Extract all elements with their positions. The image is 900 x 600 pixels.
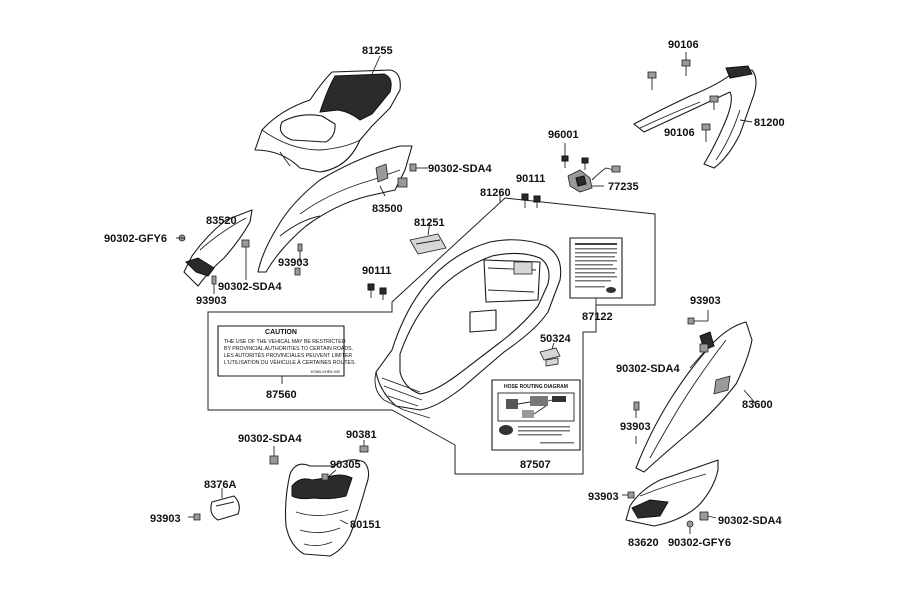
bolts-90106-top [647, 52, 691, 90]
label-87122: 87122 [582, 311, 613, 323]
label-81251: 81251 [414, 217, 445, 229]
label-87560: 87560 [266, 389, 297, 401]
floor-side-cover [625, 459, 719, 527]
label-90381: 90381 [346, 429, 377, 441]
clip-90302-sda4-front [269, 446, 279, 465]
caution-heading: CAUTION [265, 329, 297, 336]
label-90302-gfy6-floor: 90302-GFY6 [668, 537, 731, 549]
screw-93903-left [211, 275, 217, 294]
clip-90302-sda4-left [241, 239, 250, 280]
label-8376a: 8376A [204, 479, 236, 491]
storage-box [374, 239, 562, 419]
bolts-90106-bottom [701, 95, 719, 142]
bolts-90111-lower [367, 283, 387, 300]
label-80151: 80151 [350, 519, 381, 531]
label-81260: 81260 [480, 187, 511, 199]
label-81200: 81200 [754, 117, 785, 129]
hose-heading: HOSE ROUTING DIAGRAM [504, 384, 568, 390]
caution-line-3: LES AUTORITÉS PROVINCIALES PEUVENT LIMIT… [224, 352, 352, 359]
clip-90302-sda4-right [689, 343, 709, 369]
part-81251 [409, 233, 447, 255]
label-90302-sda4-upper: 90302-SDA4 [428, 163, 492, 175]
group-frame [207, 197, 656, 475]
label-93903-right-top: 93903 [690, 295, 721, 307]
label-90305: 90305 [330, 459, 361, 471]
label-93903-left: 93903 [196, 295, 227, 307]
rear-body-cover-left [257, 145, 413, 273]
rear-carrier [633, 65, 757, 169]
label-90111-upper: 90111 [516, 173, 545, 185]
label-90302-sda4-right: 90302-SDA4 [616, 363, 680, 375]
clip-90302-gfy6-floor [686, 520, 694, 534]
clip-90302-gfy6-left [176, 234, 186, 242]
label-90302-sda4-floor: 90302-SDA4 [718, 515, 782, 527]
label-83500: 83500 [372, 203, 403, 215]
front-cover [284, 459, 370, 557]
part-8376a [210, 495, 240, 521]
side-cover-83520 [183, 209, 253, 287]
clip-90302-sda4-floor [699, 511, 717, 521]
label-90111-lower: 90111 [362, 265, 391, 277]
label-81255: 81255 [362, 45, 393, 57]
label-50324: 50324 [540, 333, 571, 345]
bolts-96001 [561, 143, 589, 170]
caution-label: CAUTION THE USE OF THE VEHICAL MAY BE RE… [217, 325, 356, 377]
label-87507: 87507 [520, 459, 551, 471]
hose-routing-label: HOSE ROUTING DIAGRAM [491, 379, 581, 451]
nut-90381 [359, 440, 369, 453]
label-90106-bottom: 90106 [664, 127, 695, 139]
bolts-90111-upper [521, 193, 541, 208]
label-83520: 83520 [206, 215, 237, 227]
screw-93903-floor [622, 491, 635, 499]
rear-body-cover-right [635, 321, 753, 473]
label-93903-right-mid: 93903 [620, 421, 651, 433]
label-77235: 77235 [608, 181, 639, 193]
screw-93903-right-top [687, 310, 709, 325]
label-90106-top: 90106 [668, 39, 699, 51]
screw-93903-right-mid [633, 401, 640, 444]
caution-line-1: THE USE OF THE VEHICAL MAY BE RESTRICTED [224, 339, 346, 345]
relay-77235 [567, 165, 621, 193]
label-90302-sda4-front: 90302-SDA4 [238, 433, 302, 445]
label-90302-gfy6-left: 90302-GFY6 [104, 233, 167, 245]
part-90305 [321, 469, 337, 481]
part-50324 [539, 347, 561, 367]
label-93903-mid: 93903 [278, 257, 309, 269]
label-96001: 96001 [548, 129, 579, 141]
label-93903-floor: 93903 [588, 491, 619, 503]
caution-line-4: L'UTILISATION DU VÉHICULE À CERTAINES RO… [224, 359, 356, 366]
label-93903-front: 93903 [150, 513, 181, 525]
label-83620: 83620 [628, 537, 659, 549]
clip-90302-sda4-upper [397, 163, 428, 188]
label-87122 [569, 237, 623, 299]
label-90302-sda4-left: 90302-SDA4 [218, 281, 282, 293]
caution-code: 87560-KHE6-900 [311, 370, 340, 374]
label-83600: 83600 [742, 399, 773, 411]
screw-93903-front [188, 513, 201, 521]
seat [254, 69, 401, 173]
caution-line-2: BY PROVINCIAL AUTHORITIES TO CERTAIN ROA… [224, 346, 353, 352]
screw-93903-mid [294, 243, 303, 276]
